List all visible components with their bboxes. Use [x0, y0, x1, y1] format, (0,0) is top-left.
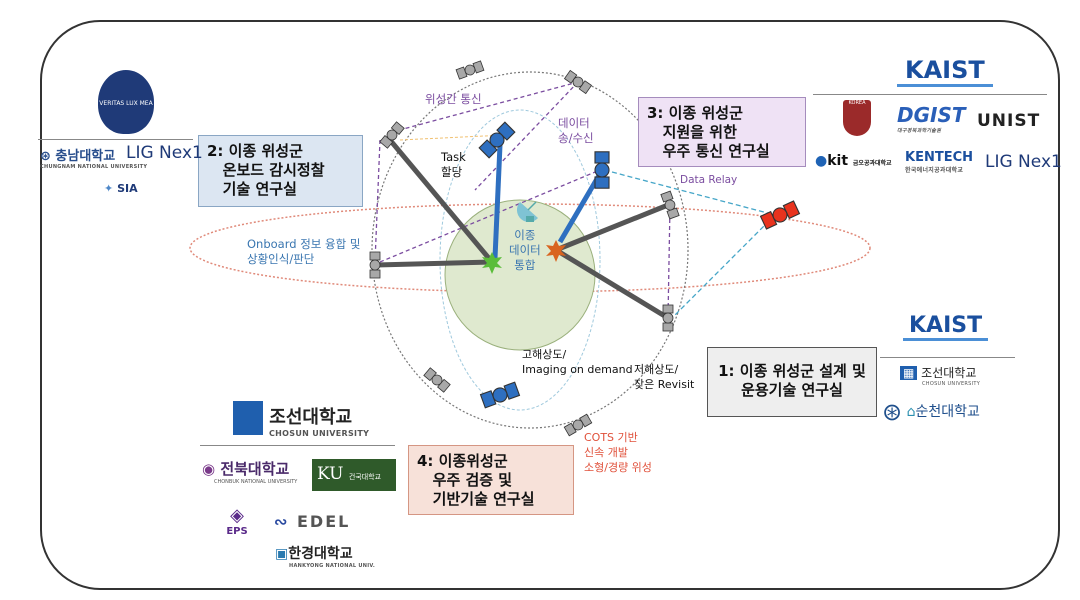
label-high-res: 고해상도/ Imaging on demand — [522, 348, 633, 376]
label-fusion: 이종 데이터 통합 — [509, 228, 541, 272]
divider — [38, 139, 193, 140]
diagram-frame — [40, 20, 1060, 590]
snu-logo: VERITAS LUX MEA — [98, 70, 154, 134]
konkuk-logo: KU 건국대학교 — [312, 459, 396, 491]
label-onboard: Onboard 정보 융합 및 상황인식/판단 — [247, 237, 361, 266]
suncheon-logo: ⊛ ⌂순천대학교 — [882, 398, 980, 426]
orange-burst-icon — [546, 240, 566, 262]
satellite-dish-icon — [516, 201, 538, 223]
orbit-vertical — [371, 71, 689, 429]
data-relay-links — [611, 171, 776, 316]
kit-logo: ●kit 금오공과대학교 — [815, 153, 892, 169]
inter-sat-links — [374, 81, 671, 319]
label-data-relay: Data Relay — [680, 174, 738, 186]
blue-satellite-icon — [478, 121, 516, 159]
green-burst-icon — [482, 252, 502, 274]
eps-logo: ◈EPS — [226, 505, 248, 537]
label-data-txrx: 데이터 송/수신 — [558, 116, 594, 145]
unist-logo: UNIST — [977, 111, 1041, 131]
divider — [813, 94, 1047, 95]
kaist-logo-top: KAIST — [897, 56, 993, 87]
lab1-box: 1: 이종 위성군 설계 및 운용기술 연구실 — [707, 347, 877, 417]
lab4-box: 4: 이종위성군 우주 검증 및 기반기술 연구실 — [408, 445, 574, 515]
gray-satellite-icon — [455, 60, 485, 80]
orbit-inner — [439, 109, 601, 411]
kaist-logo-bottom: KAIST — [903, 313, 989, 341]
gray-satellite-icon — [563, 69, 593, 95]
blue-satellite-icon — [479, 381, 521, 409]
lig-logo-right: LIG Nex1 — [985, 152, 1062, 172]
gray-satellite-icon — [369, 251, 381, 279]
gray-satellite-icon — [423, 367, 451, 393]
blue-satellite-icon — [594, 151, 610, 189]
gray-satellite-icon — [660, 190, 680, 220]
divider — [200, 445, 395, 446]
lab2-box: 2: 이종 위성군 온보드 감시정찰 기술 연구실 — [198, 135, 363, 207]
lig-logo-left: LIG Nex1 — [126, 143, 203, 163]
label-task: Task 할당 — [441, 150, 466, 179]
edel-logo: ∾ EDEL — [274, 512, 351, 531]
label-low-res: 저해상도/ 잦은 Revisit — [634, 363, 695, 391]
red-satellite-icon — [759, 200, 801, 230]
label-inter-sat: 위성간 통신 — [425, 92, 482, 106]
divider — [880, 357, 1015, 358]
gray-satellite-icon — [563, 413, 593, 437]
task-links — [374, 138, 670, 321]
sia-logo: ✦ SIA — [104, 182, 138, 195]
korea-univ-logo: KOREA — [843, 100, 871, 136]
label-cots: COTS 기반 신속 개발 소형/경량 위성 — [584, 431, 652, 474]
gray-satellite-icon — [662, 304, 674, 332]
lab3-box: 3: 이종 위성군 지원을 위한 우주 통신 연구실 — [638, 97, 806, 167]
gray-satellite-icon — [379, 121, 405, 149]
